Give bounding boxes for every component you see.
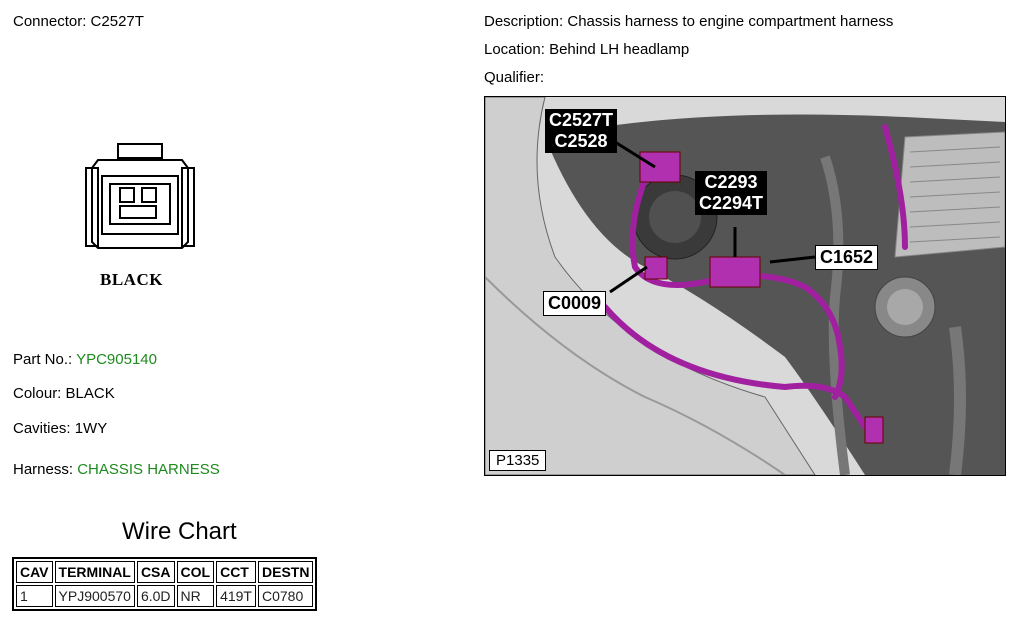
connector-value: C2527T — [90, 13, 144, 30]
colour-label: Colour: — [13, 385, 62, 402]
callout-c0009: C0009 — [543, 291, 607, 316]
qualifier-line: Qualifier: — [484, 69, 544, 86]
wire-chart-header-row: CAV TERMINAL CSA COL CCT DESTN — [16, 561, 314, 583]
cavities-value: 1WY — [74, 420, 108, 437]
location-label: Location: — [484, 41, 545, 58]
header-destn: DESTN — [258, 561, 314, 583]
header-cav: CAV — [16, 561, 53, 583]
description-line: Description: Chassis harness to engine c… — [484, 13, 893, 30]
callout-line: C1652 — [820, 247, 874, 267]
wire-chart-table: CAV TERMINAL CSA COL CCT DESTN 1 YPJ9005… — [12, 557, 318, 611]
connector-line: Connector: C2527T — [13, 13, 144, 30]
header-col: COL — [176, 561, 215, 583]
cell-destn: C0780 — [258, 585, 314, 607]
location-illustration: C2527T C2528 C2293 C2294T C1652 C0009 P1… — [484, 96, 1006, 476]
header-csa: CSA — [136, 561, 175, 583]
cell-csa: 6.0D — [136, 585, 175, 607]
callout-line: C2528 — [554, 131, 608, 151]
cavities-label: Cavities: — [13, 420, 71, 437]
connector-face-diagram — [85, 143, 195, 249]
table-row: 1 YPJ900570 6.0D NR 419T C0780 — [16, 585, 314, 607]
header-terminal: TERMINAL — [54, 561, 135, 583]
callout-c2527t: C2527T C2528 — [545, 109, 618, 153]
harness-label: Harness: — [13, 461, 74, 478]
description-label: Description: — [484, 13, 564, 30]
cell-cav: 1 — [16, 585, 53, 607]
connector-label: Connector: — [13, 13, 87, 30]
cell-cct: 419T — [216, 585, 256, 607]
part-no-value: YPC905140 — [76, 351, 157, 368]
cell-col: NR — [176, 585, 215, 607]
location-value: Behind LH headlamp — [549, 41, 690, 58]
engine-bay-drawing — [485, 97, 1005, 475]
colour-value: BLACK — [65, 385, 115, 402]
wire-chart-title: Wire Chart — [122, 518, 237, 545]
callout-c2293: C2293 C2294T — [695, 171, 768, 215]
location-line: Location: Behind LH headlamp — [484, 41, 689, 58]
callout-line: C0009 — [548, 293, 602, 313]
cavities-line: Cavities: 1WY — [13, 420, 107, 437]
callout-line: C2293 — [704, 172, 758, 192]
harness-value: CHASSIS HARNESS — [77, 461, 220, 478]
part-no-line: Part No.: YPC905140 — [13, 351, 157, 368]
part-no-label: Part No.: — [13, 351, 73, 368]
callout-line: C2294T — [699, 193, 764, 213]
qualifier-label: Qualifier: — [484, 69, 545, 86]
callout-line: C2527T — [549, 110, 614, 130]
connector-colour-caption: BLACK — [100, 270, 163, 289]
callout-c1652: C1652 — [815, 245, 879, 270]
harness-line: Harness: CHASSIS HARNESS — [13, 461, 220, 478]
description-value: Chassis harness to engine compartment ha… — [567, 13, 894, 30]
header-cct: CCT — [216, 561, 256, 583]
colour-line: Colour: BLACK — [13, 385, 115, 402]
cell-terminal: YPJ900570 — [54, 585, 135, 607]
illustration-reference: P1335 — [489, 450, 547, 471]
